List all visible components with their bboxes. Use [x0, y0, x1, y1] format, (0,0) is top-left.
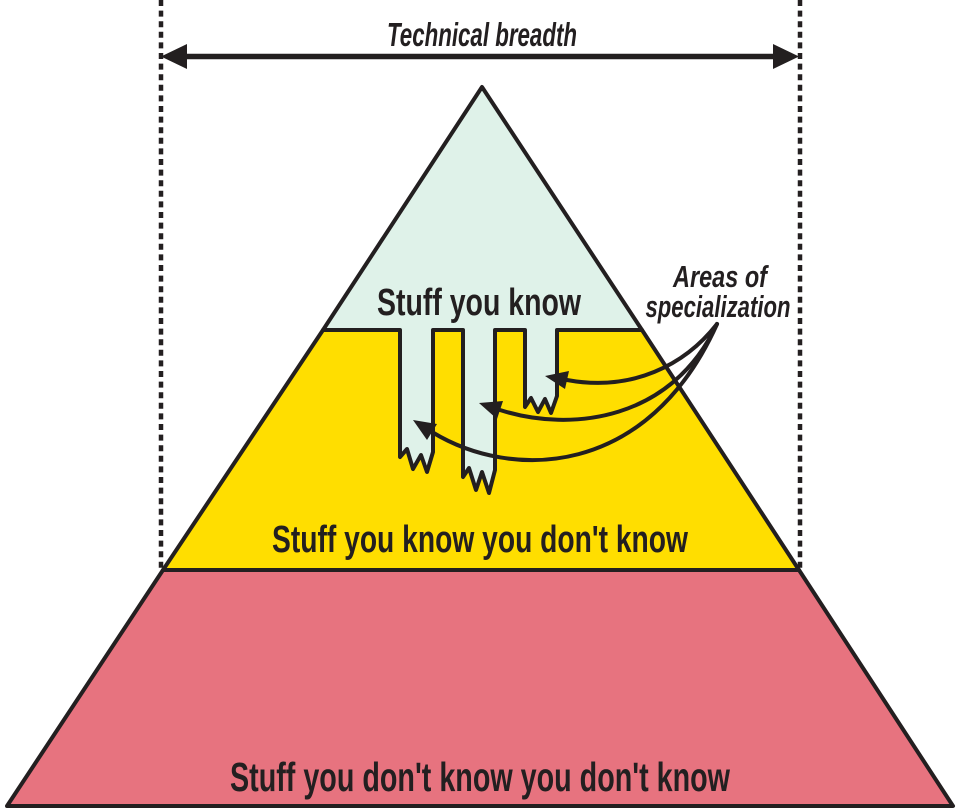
- specialization-arrow-right: [565, 322, 719, 385]
- specialization-callout-arrows: [413, 322, 719, 463]
- right-arrowhead-icon: [773, 44, 799, 69]
- specialization-arrow-middle: [498, 322, 719, 422]
- stuff-you-dont-know-you-dont-know-label: Stuff you don't know you don't know: [230, 754, 730, 800]
- stuff-you-know-region-with-specialization-prongs: [321, 85, 644, 495]
- specialization-arrowhead-left-icon: [413, 420, 437, 440]
- technical-breadth-label: Technical breadth: [387, 16, 577, 53]
- specialization-arrowhead-right-icon: [545, 371, 569, 389]
- specialization-arrowhead-middle-icon: [479, 401, 503, 419]
- stuff-you-know-label: Stuff you know: [377, 282, 581, 324]
- areas-of-specialization-label-line2: specialization: [646, 289, 791, 324]
- left-arrowhead-icon: [161, 44, 187, 69]
- technical-breadth-arrow: [161, 44, 799, 69]
- specialization-arrow-left: [430, 322, 719, 463]
- stuff-you-know-you-dont-know-label: Stuff you know you don't know: [272, 519, 688, 561]
- areas-of-specialization-label-line1: Areas of: [672, 259, 769, 294]
